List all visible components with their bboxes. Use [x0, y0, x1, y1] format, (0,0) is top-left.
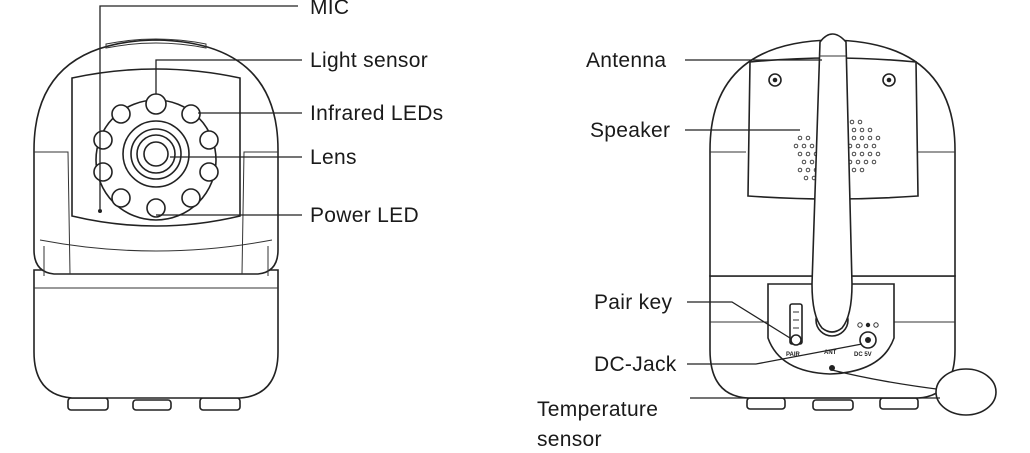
infrared-led [93, 162, 113, 182]
front-leader-lines [99, 5, 302, 216]
speaker-hole [801, 159, 807, 165]
speaker-hole [875, 135, 881, 141]
label-infrared-leds: Infrared LEDs [310, 102, 443, 125]
back-foot-middle [812, 399, 854, 411]
label-lens: Lens [310, 146, 357, 169]
speaker-hole [797, 151, 803, 157]
speaker-hole [867, 127, 873, 133]
port-marking-dc: DC 5V [854, 352, 872, 358]
infrared-led [111, 104, 131, 124]
front-foot-right [199, 397, 241, 411]
speaker-hole [867, 151, 873, 157]
speaker-hole [855, 159, 861, 165]
speaker-hole [809, 159, 815, 165]
infrared-led [181, 188, 201, 208]
back-foot-left [746, 397, 786, 410]
mic-hole-icon [98, 209, 102, 213]
speaker-hole [851, 135, 857, 141]
speaker-hole [857, 119, 863, 125]
infrared-led [146, 198, 166, 218]
speaker-hole [805, 151, 811, 157]
speaker-hole [797, 167, 803, 173]
speaker-hole [801, 143, 807, 149]
screw-icon [768, 73, 782, 87]
port-marking-pair: PAIR [786, 352, 801, 358]
speaker-hole [851, 167, 857, 173]
label-light-sensor: Light sensor [310, 49, 428, 72]
screw-icon [882, 73, 896, 87]
speaker-hole [871, 143, 877, 149]
speaker-hole [871, 159, 877, 165]
label-power-led: Power LED [310, 204, 419, 227]
speaker-hole [805, 135, 811, 141]
speaker-hole [805, 167, 811, 173]
back-foot-right [879, 397, 919, 410]
pair-key-button[interactable] [790, 334, 802, 346]
infrared-led-group [93, 93, 219, 218]
speaker-hole [859, 127, 865, 133]
infrared-led [181, 104, 201, 124]
speaker-hole [851, 151, 857, 157]
polarity-icon [857, 322, 879, 328]
light-sensor-icon [145, 93, 167, 115]
infrared-led [199, 130, 219, 150]
label-mic: MIC [310, 0, 349, 19]
speaker-hole [809, 143, 815, 149]
speaker-hole [863, 159, 869, 165]
speaker-hole [849, 119, 855, 125]
speaker-hole [855, 143, 861, 149]
speaker-hole [797, 135, 803, 141]
back-leader-lines [685, 59, 940, 399]
front-foot-left [67, 397, 109, 411]
front-base [33, 269, 279, 399]
label-temperature-sensor-line2: sensor [537, 428, 602, 451]
speaker-hole [875, 151, 881, 157]
label-dc-jack: DC-Jack [594, 353, 677, 376]
label-speaker: Speaker [590, 119, 670, 142]
speaker-hole [859, 167, 865, 173]
speaker-hole [851, 127, 857, 133]
temperature-sensor-hole [829, 365, 835, 371]
lens-icon [122, 120, 190, 188]
speaker-hole [803, 175, 809, 181]
label-antenna: Antenna [586, 49, 666, 72]
port-marking-ant: ANT [824, 350, 837, 356]
antenna [811, 33, 853, 333]
infrared-led [111, 188, 131, 208]
back-camera: PAIR ANT DC 5V [709, 33, 997, 416]
speaker-hole [867, 135, 873, 141]
front-foot-middle [132, 399, 172, 411]
front-camera [33, 38, 279, 411]
speaker-hole [863, 143, 869, 149]
infrared-led [93, 130, 113, 150]
label-pair-key: Pair key [594, 291, 672, 314]
speaker-hole [859, 151, 865, 157]
speaker-hole [793, 143, 799, 149]
infrared-led [199, 162, 219, 182]
label-temperature-sensor-line1: Temperature [537, 398, 658, 421]
power-plug [935, 368, 997, 416]
speaker-hole [859, 135, 865, 141]
